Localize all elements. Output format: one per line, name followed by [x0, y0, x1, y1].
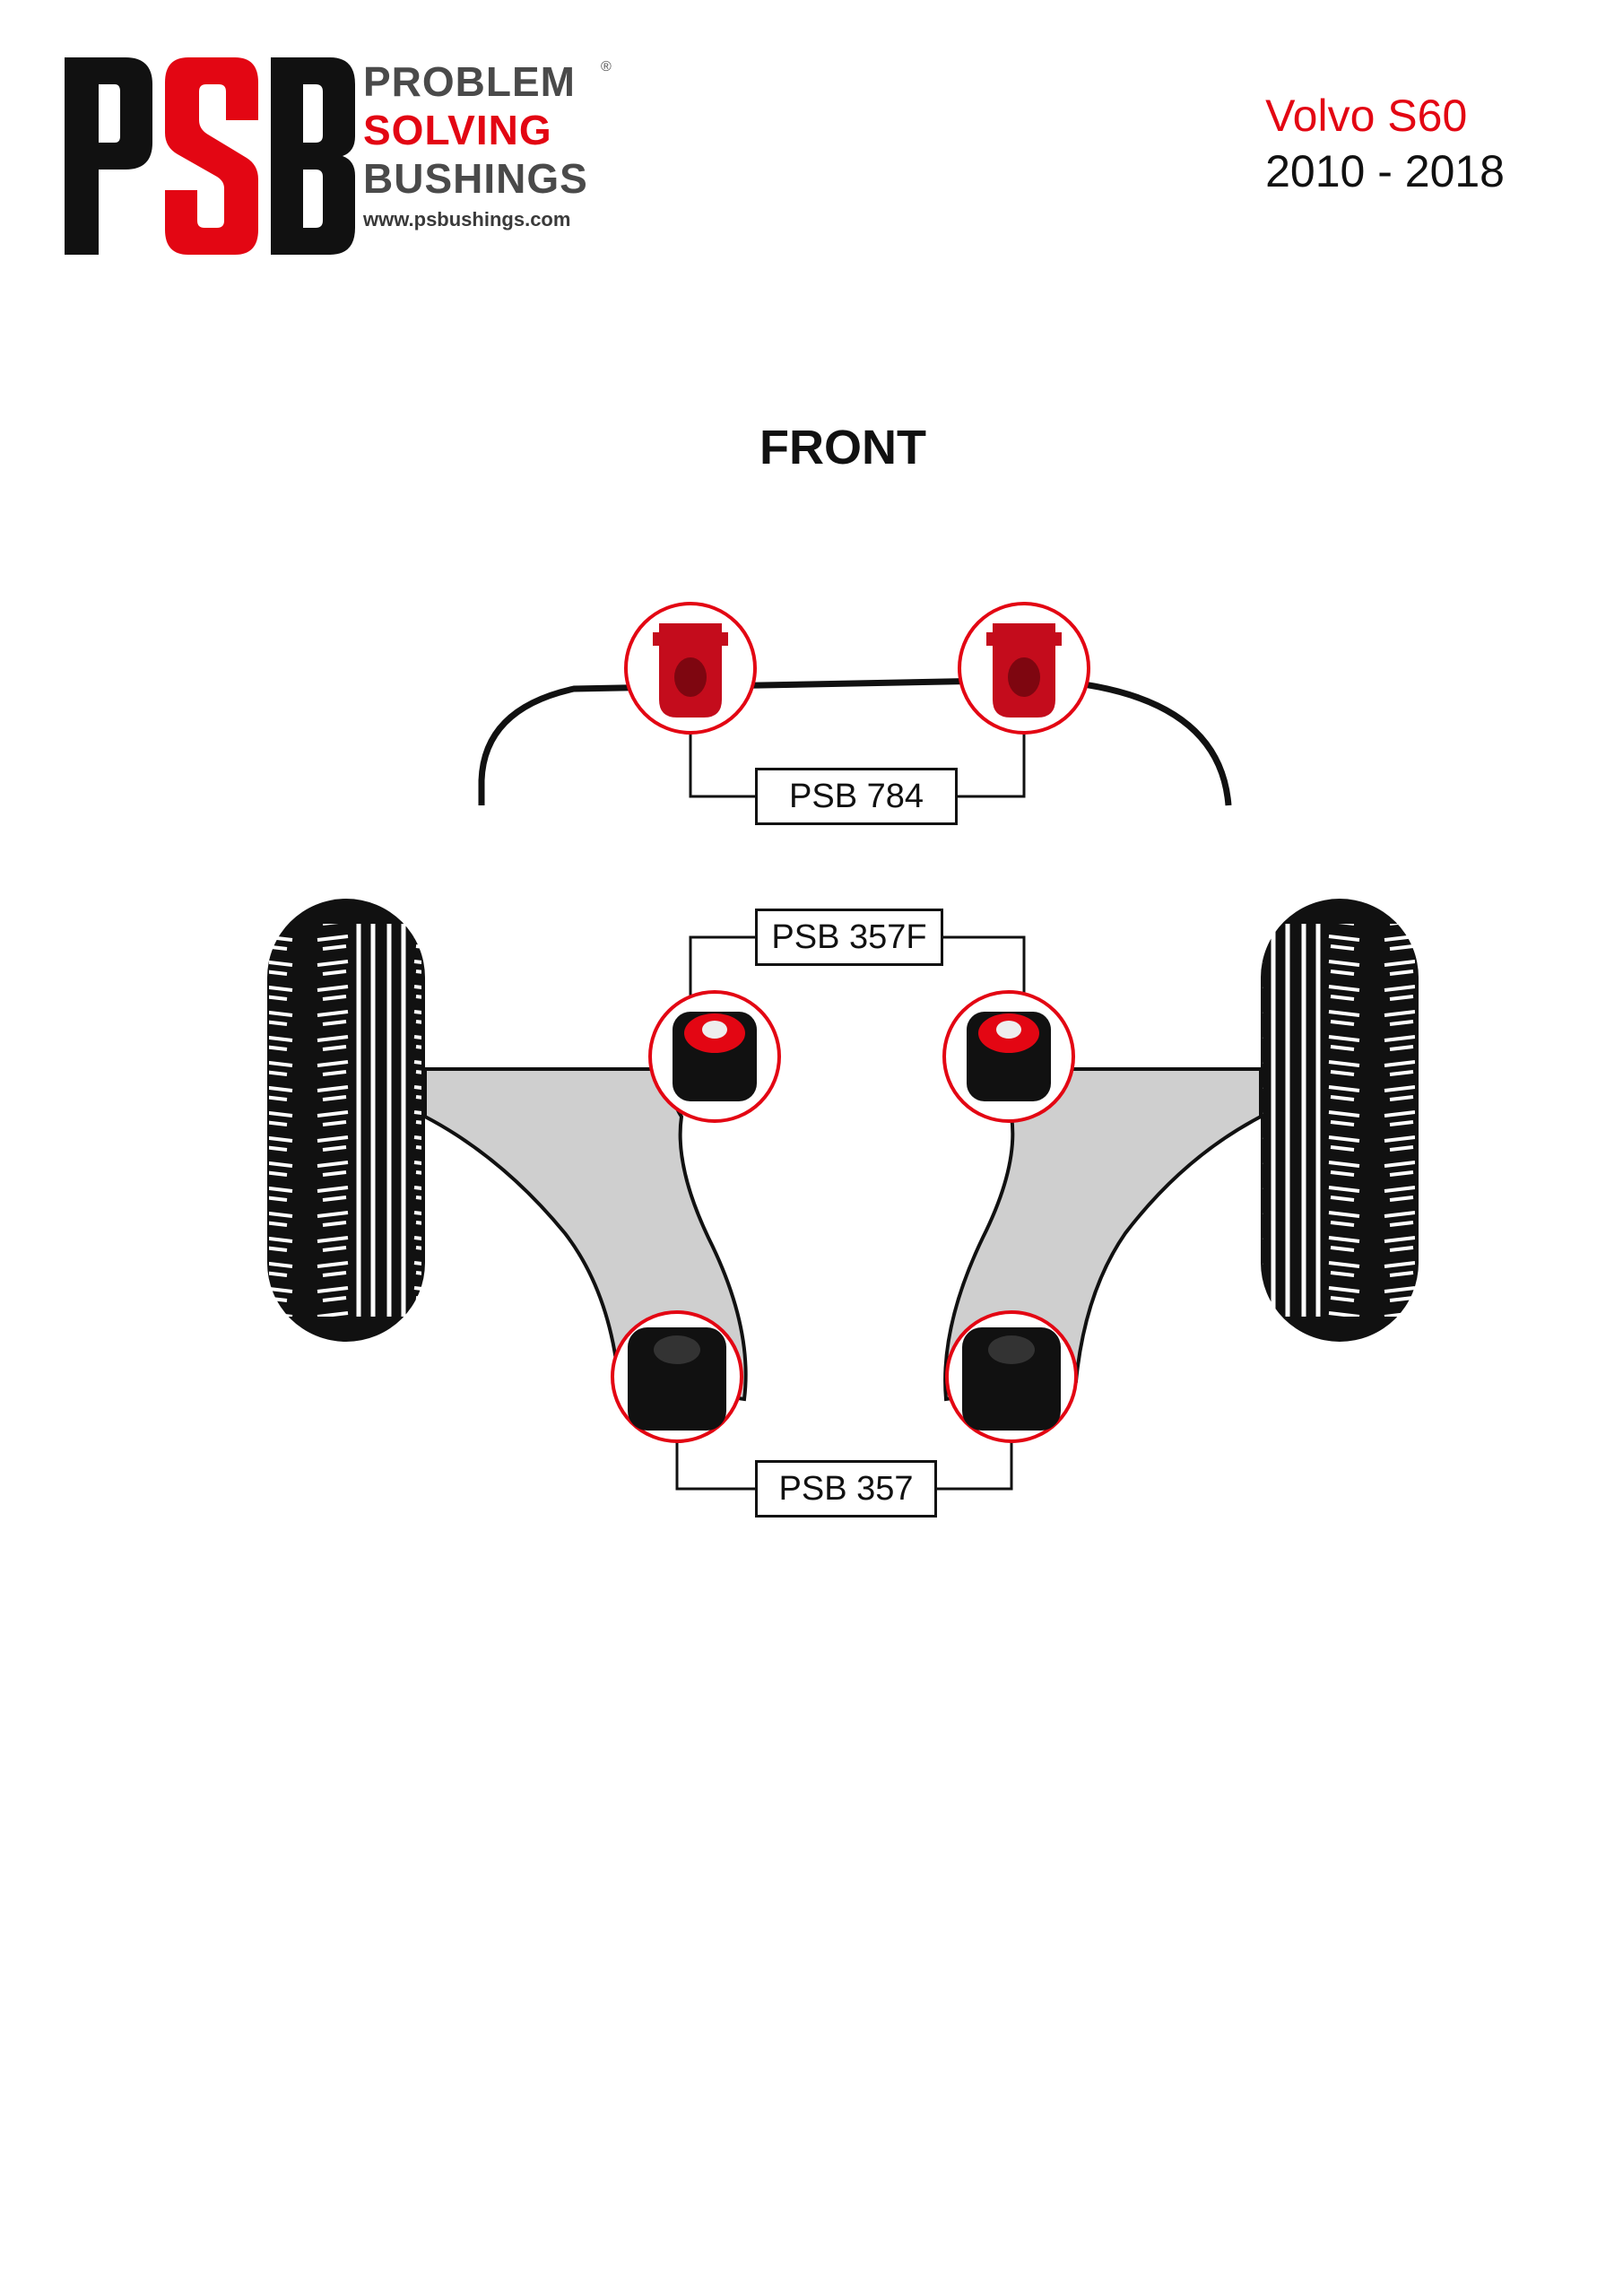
vehicle-info: Volvo S60 2010 - 2018 — [1265, 88, 1505, 199]
psb-logo: PROBLEM SOLVING BUSHINGS www.psbushings.… — [63, 57, 637, 273]
bush-icon — [945, 1310, 1078, 1443]
bush-icon — [648, 990, 781, 1123]
psb-letters-icon — [65, 57, 355, 255]
vehicle-years: 2010 - 2018 — [1265, 146, 1505, 196]
connector-lines — [675, 726, 1026, 1491]
part-label-psb-357f: PSB 357F — [755, 909, 943, 966]
bush-icon — [958, 602, 1090, 735]
tyre-icon — [1261, 899, 1419, 1342]
brand-line-solving: SOLVING — [363, 107, 552, 153]
vehicle-model: Volvo S60 — [1265, 91, 1468, 141]
brand-url: www.psbushings.com — [363, 208, 571, 230]
bush-icon — [942, 990, 1075, 1123]
brand-line-bushings: BUSHINGS — [363, 155, 588, 202]
brand-line-problem: PROBLEM — [363, 58, 576, 105]
part-label-psb-784: PSB 784 — [755, 768, 958, 825]
brand-wordmark: PROBLEM SOLVING BUSHINGS www.psbushings.… — [363, 57, 588, 233]
bush-icon — [611, 1310, 743, 1443]
section-title: FRONT — [759, 421, 926, 474]
part-label-psb-357: PSB 357 — [755, 1460, 937, 1518]
tyre-icon — [267, 899, 425, 1342]
bush-icon — [624, 602, 757, 735]
registered-mark: ® — [601, 59, 612, 74]
